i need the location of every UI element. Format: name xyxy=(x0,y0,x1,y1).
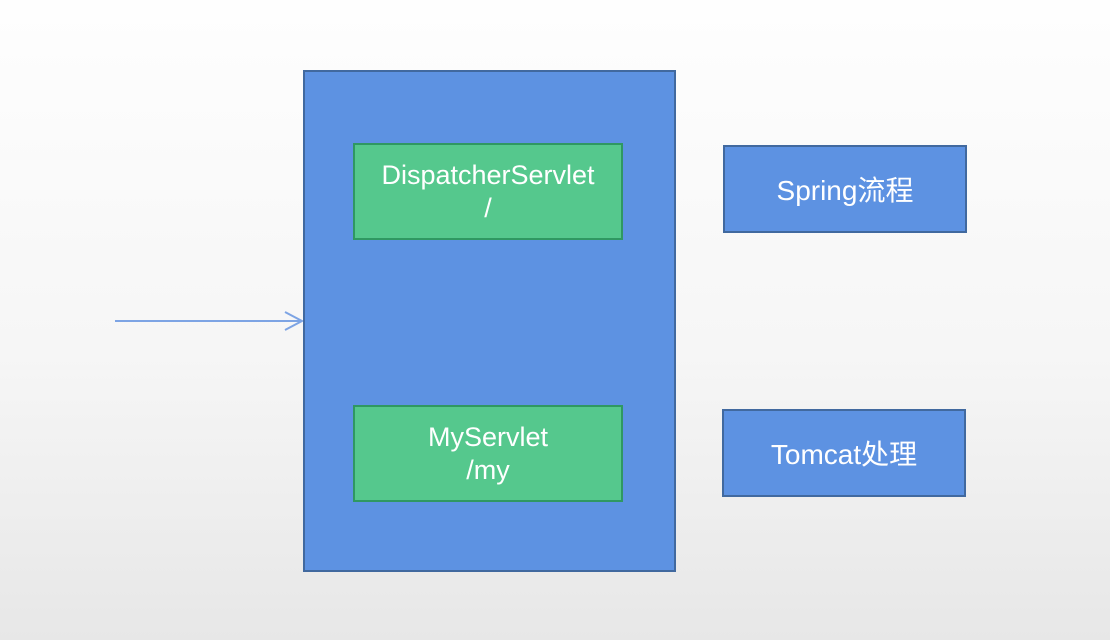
right-arrow-icon xyxy=(113,309,305,333)
label-spring-flow: Spring流程 xyxy=(723,145,967,233)
node-my-servlet-name: MyServlet xyxy=(427,421,549,452)
node-dispatcher-servlet-path: / xyxy=(484,192,492,223)
node-dispatcher-servlet-name: DispatcherServlet xyxy=(381,159,595,190)
node-my-servlet-path: /my xyxy=(466,454,510,485)
label-tomcat-handling: Tomcat处理 xyxy=(722,409,966,497)
node-dispatcher-servlet: DispatcherServlet / xyxy=(353,143,623,240)
label-tomcat-handling-text: Tomcat处理 xyxy=(770,439,918,470)
label-spring-flow-text: Spring流程 xyxy=(776,175,914,206)
node-my-servlet: MyServlet /my xyxy=(353,405,623,502)
